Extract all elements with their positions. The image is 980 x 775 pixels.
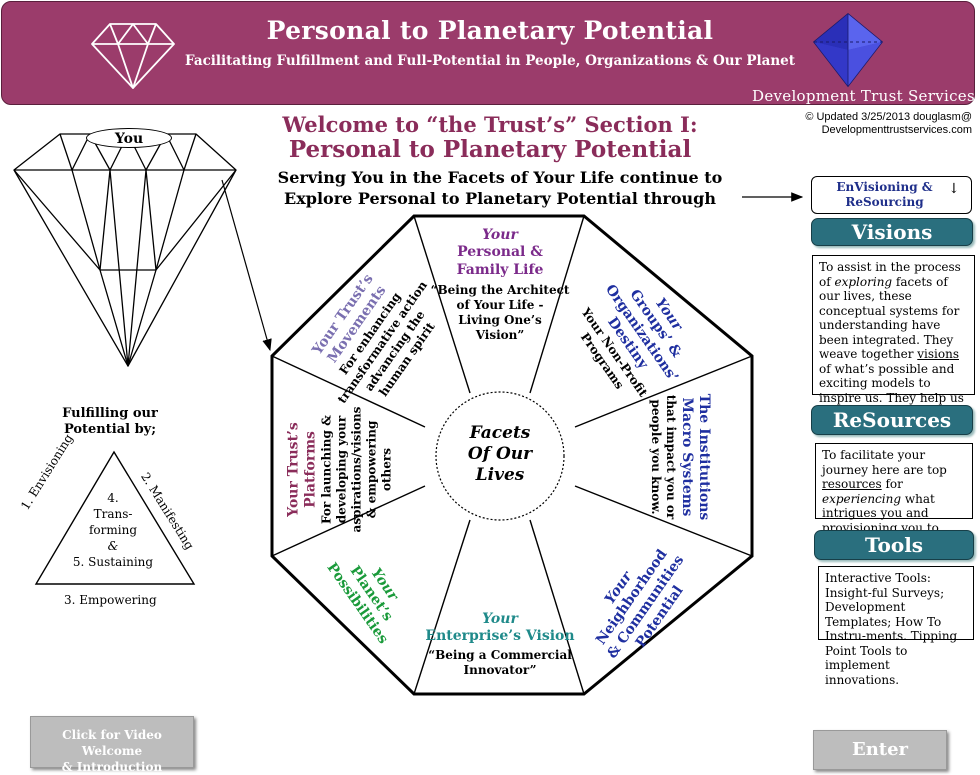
visions-text-1: To assist in the process of — [819, 260, 961, 289]
fulfilling-title: Fulfilling our Potential by; — [30, 406, 190, 438]
personal-quote-2: of Your Life - — [456, 298, 544, 312]
center-line-3: Lives — [475, 465, 525, 485]
step-4-line-2: Trans- — [93, 507, 133, 521]
envisioning-line-1: EnVisioning & — [836, 180, 933, 194]
tools-button[interactable]: Tools — [814, 530, 974, 560]
updated-line-1: © Updated 3/25/2013 douglasm@ — [805, 111, 972, 123]
institutions-sub-2: people you know. — [649, 399, 663, 515]
video-line-1: Click for Video Welcome — [62, 728, 162, 758]
visions-text-2: facets of our lives, these conceptual sy… — [819, 274, 960, 362]
resources-text-1: To facilitate your journey here are top — [822, 448, 947, 477]
platforms-line-2: Platforms — [302, 431, 319, 508]
header-subtitle: Facilitating Fulfillment and Full-Potent… — [184, 53, 795, 69]
octahedron-logo-icon — [812, 13, 884, 88]
platforms-sub-5: others — [379, 448, 394, 491]
step-sustaining: 5. Sustaining — [72, 555, 154, 569]
visions-description: To assist in the process of exploring fa… — [812, 255, 975, 434]
enterprise-quote-2: Innovator” — [463, 663, 537, 677]
step-4-number: 4. — [107, 491, 119, 505]
serving-line-1: Serving You in the Facets of Your Life c… — [277, 168, 723, 187]
facet-platforms[interactable]: Your Trust’s Platforms For launching & d… — [286, 395, 395, 545]
fulfilling-title-2: Potential by; — [63, 422, 157, 437]
step-4-line-4: & — [107, 539, 119, 553]
facet-enterprise[interactable]: Your Enterprise’s Vision “Being a Commer… — [425, 612, 575, 678]
enterprise-quote-1: “Being a Commercial — [428, 648, 572, 662]
personal-quote-3: Living One’s — [458, 313, 542, 327]
institutions-line-2: Macro Systems — [679, 397, 695, 517]
step-empowering: 3. Empowering — [64, 593, 157, 607]
platforms-line-1: Your Trust’s — [285, 422, 302, 517]
center-line-2: Of Our — [467, 444, 533, 464]
institutions-sub-1: that impact you or — [664, 394, 678, 520]
step-4-line-3: forming — [88, 523, 138, 537]
you-label: You — [86, 128, 172, 148]
video-line-2: & Introduction — [61, 760, 163, 774]
personal-quote-1: “Being the Architect — [430, 283, 570, 297]
header-banner — [1, 1, 975, 105]
diamond-logo-icon — [91, 23, 175, 89]
center-line-1: Facets — [469, 423, 531, 443]
welcome-heading: Welcome to “the Trust’s” Section I: — [282, 112, 698, 137]
platforms-sub-2: developing your — [334, 415, 349, 524]
envisioning-line-2: ReSourcing — [845, 195, 924, 209]
serving-line-2: Explore Personal to Planetary Potential … — [284, 189, 716, 208]
resources-button[interactable]: ReSources — [811, 405, 973, 435]
personal-quote-4: Vision” — [475, 328, 525, 342]
header-org-name: Development Trust Services — [752, 87, 975, 105]
enterprise-your: Your — [482, 611, 518, 627]
serving-text: Serving You in the Facets of Your Life c… — [220, 167, 780, 209]
enterprise-line-1: Enterprise’s Vision — [425, 628, 575, 644]
personal-line-1: Personal & — [457, 244, 543, 260]
facets-center: Facets Of Our Lives — [450, 423, 550, 486]
personal-your: Your — [482, 227, 518, 243]
updated-note: © Updated 3/25/2013 douglasm@ Developmen… — [760, 111, 972, 137]
envisioning-resourcing-box[interactable]: EnVisioning & ReSourcing — [811, 176, 972, 214]
header-title: Personal to Planetary Potential — [266, 16, 714, 45]
resources-text-em: experiencing — [822, 491, 902, 506]
welcome-subheading: Personal to Planetary Potential — [288, 136, 692, 163]
tools-description: Interactive Tools: Insight-ful Surveys; … — [818, 566, 974, 687]
facet-institutions[interactable]: The Institutions Macro Systems that impa… — [648, 377, 712, 537]
resources-text-u: resources — [822, 477, 882, 491]
visions-text-u: visions — [917, 347, 959, 361]
platforms-sub-1: For launching & — [319, 415, 334, 524]
resources-text-2: for — [881, 477, 903, 491]
resources-description: To facilitate your journey here are top … — [815, 443, 973, 549]
visions-button[interactable]: Visions — [811, 218, 973, 246]
arrow-down-icon: ↓ — [948, 181, 960, 197]
institutions-line-1: The Institutions — [696, 393, 712, 521]
video-welcome-button[interactable]: Click for Video Welcome & Introduction — [30, 716, 194, 774]
updated-email-link[interactable]: Developmenttrustservices.com — [821, 124, 972, 136]
enter-button[interactable]: Enter — [813, 730, 947, 770]
visions-text-em: exploring — [834, 274, 893, 289]
facet-personal[interactable]: Your Personal & Family Life “Being the A… — [430, 228, 570, 343]
step-transforming: 4. Trans- forming & 5. Sustaining — [68, 490, 158, 570]
fulfilling-title-1: Fulfilling our — [62, 406, 158, 421]
personal-line-2: Family Life — [456, 262, 544, 278]
